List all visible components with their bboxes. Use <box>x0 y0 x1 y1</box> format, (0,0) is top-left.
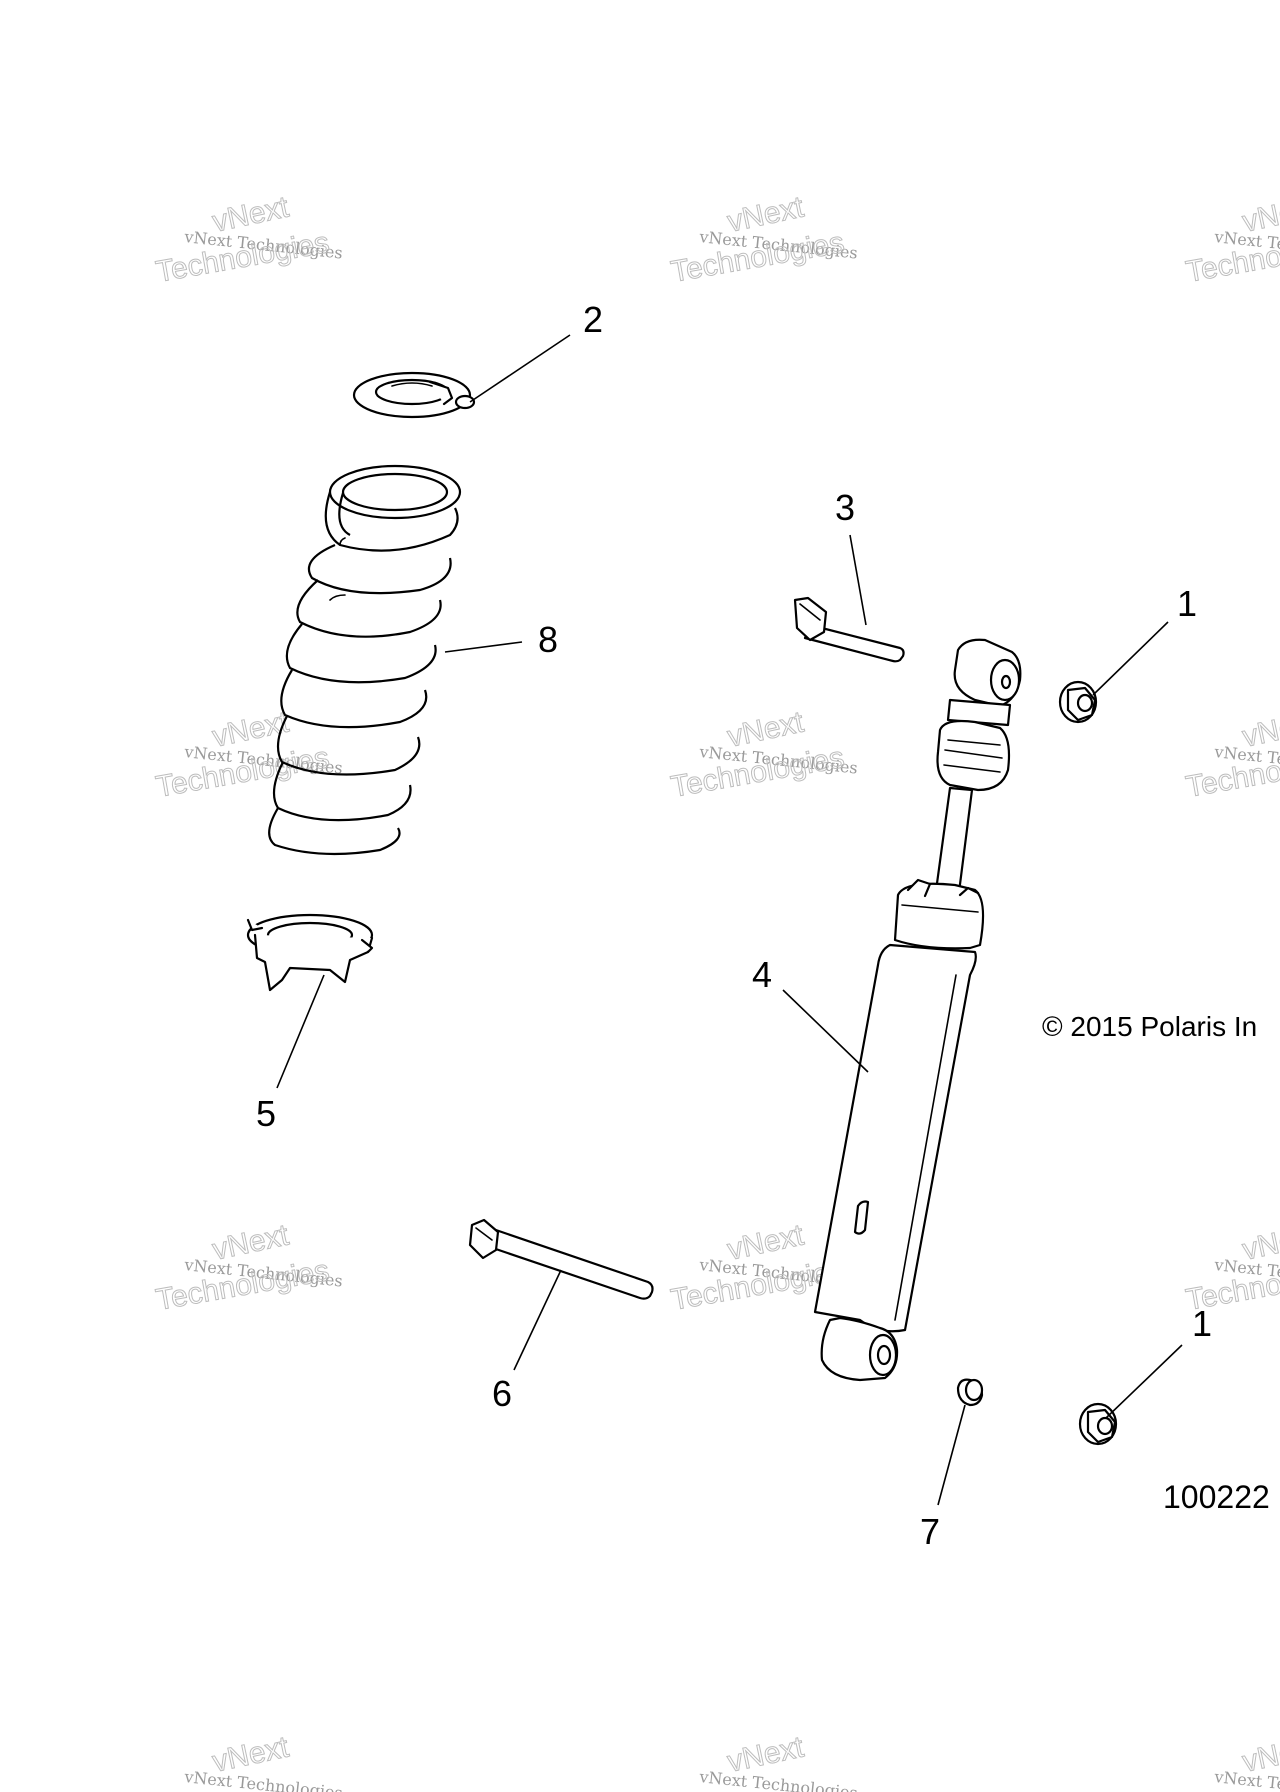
leader-line-5 <box>276 974 325 1089</box>
leader-line-8 <box>444 641 523 653</box>
coil-spring <box>268 464 462 856</box>
callout-6: 6 <box>492 1373 512 1414</box>
leader-line-4 <box>782 989 869 1073</box>
watermark-tile: vNext vNext Technologies Technologies <box>1183 705 1280 804</box>
watermark-tile: vNext vNext Technologies Technologies <box>153 705 344 804</box>
copyright-notice: © 2015 Polaris In <box>1042 1011 1257 1042</box>
callout-7: 7 <box>920 1511 940 1552</box>
flange-nut-upper <box>1058 680 1098 724</box>
callout-4: 4 <box>752 954 772 995</box>
watermark-tile: vNext vNext Technologies Technologies <box>153 1218 344 1317</box>
spring-seat-lower <box>246 913 374 992</box>
callout-2: 2 <box>583 299 603 340</box>
watermark-tile: vNext vNext Technologies <box>698 1730 859 1792</box>
watermark-tile: vNext vNext Technologies <box>183 1730 344 1792</box>
bushing <box>956 1378 984 1407</box>
callout-3: 3 <box>835 487 855 528</box>
svg-text:vNext Technologies: vNext Technologies <box>698 1767 859 1792</box>
callout-8: 8 <box>538 619 558 660</box>
leader-line-6 <box>513 1269 562 1371</box>
bolt-lower <box>468 1218 654 1300</box>
leader-line-1-upper <box>1092 621 1169 696</box>
bolt-upper <box>793 596 905 663</box>
leader-line-2 <box>469 334 571 403</box>
watermark-tile: vNext vNext Technologies <box>1213 1730 1280 1792</box>
flange-nut-lower <box>1078 1402 1118 1446</box>
svg-text:vNext Technologies: vNext Technologies <box>183 1767 344 1792</box>
watermark-tile: vNext vNext Technologies Technologies <box>153 190 344 289</box>
callout-5: 5 <box>256 1093 276 1134</box>
callout-1-lower: 1 <box>1192 1303 1212 1344</box>
watermark-tile: vNext vNext Technologies Technologies <box>1183 190 1280 289</box>
leader-line-1-lower <box>1105 1344 1183 1419</box>
watermark-tile: vNext vNext Technologies Technologies <box>668 705 859 804</box>
leader-line-7 <box>937 1404 966 1506</box>
shock-absorber <box>813 638 1022 1382</box>
leader-line-3 <box>849 534 867 626</box>
spring-retainer-upper <box>352 371 476 419</box>
callout-1-upper: 1 <box>1177 583 1197 624</box>
watermark-tile: vNext vNext Technologies Technologies <box>668 190 859 289</box>
figure-number: 100222 <box>1163 1479 1270 1515</box>
